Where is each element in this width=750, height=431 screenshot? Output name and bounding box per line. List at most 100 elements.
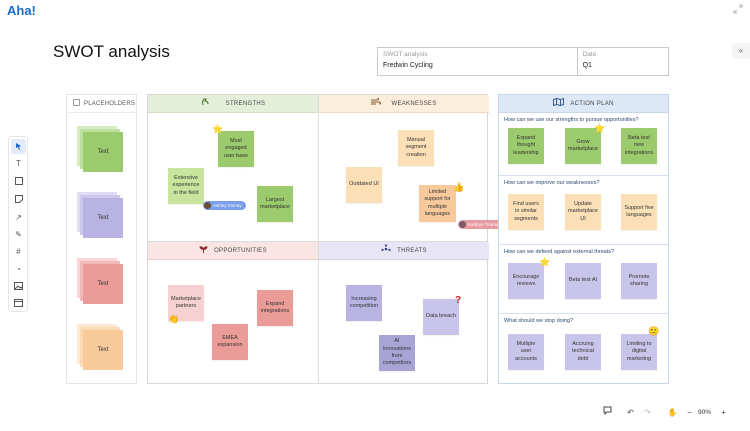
rectangle-tool-icon[interactable] — [11, 174, 26, 189]
sticky-note-tool-icon[interactable] — [11, 192, 26, 207]
undo-icon[interactable]: ↶ — [627, 408, 634, 417]
threats-header: THREATS — [319, 242, 489, 260]
zoom-in-button[interactable]: + — [721, 408, 726, 417]
swot-grid: STRENGTHS WEAKNESSES OPPORTUNITIES THREA… — [147, 94, 503, 384]
zoom-out-button[interactable]: − — [687, 408, 692, 417]
collapse-panel-button[interactable]: « — [732, 43, 750, 59]
sticky-note[interactable]: EMEA expansion — [212, 324, 248, 360]
weakness-wind-icon — [371, 97, 382, 105]
weaknesses-label: WEAKNESSES — [391, 101, 437, 107]
page-title: SWOT analysis — [53, 42, 170, 61]
action-question: How can we improve our weaknesses? — [504, 180, 600, 186]
placeholder-stack-green[interactable]: Text — [77, 126, 123, 172]
meta-date-label: Date — [582, 51, 597, 58]
comment-control — [598, 404, 618, 421]
sticky-note[interactable]: Increasing competition — [346, 285, 382, 321]
action-plan-label: ACTION PLAN — [570, 101, 614, 107]
sticky-note[interactable]: Promote sharing — [621, 263, 657, 299]
sticky-note[interactable]: AI innovations from competitors — [379, 335, 415, 371]
sticky-note[interactable]: Accruing technical debt — [565, 334, 601, 370]
sticky-note[interactable]: Limiting to digital marketing — [621, 334, 657, 370]
sticky-note[interactable]: Marketplace partners — [168, 285, 204, 321]
sticky-note[interactable]: Encourage reviews — [508, 263, 544, 299]
sticky-note[interactable]: Expand integrations — [257, 290, 293, 326]
collaborator-name: Kathryn Tirador — [468, 222, 499, 227]
canvas-controls: ↶ ↷ ✋ − 90% + — [622, 404, 732, 421]
fullscreen-icon[interactable] — [733, 4, 743, 14]
sticky-note[interactable]: Limited support for multiple languages — [419, 185, 456, 222]
image-tool-icon[interactable] — [11, 279, 26, 294]
star-emoji-icon: ⭐ — [212, 124, 224, 134]
action-section: How can we use our strengths to pursue o… — [499, 113, 668, 176]
horizontal-divider — [148, 241, 487, 242]
pen-tool-icon[interactable]: ✎ — [15, 230, 22, 239]
opportunity-sprout-icon — [199, 246, 208, 253]
placeholders-label: PLACEHOLDERS — [84, 101, 136, 107]
placeholders-icon — [73, 99, 80, 106]
zoom-level: 90% — [698, 409, 712, 416]
action-question: What should we stop doing? — [504, 318, 574, 324]
sticky-note[interactable]: Manual segment creation — [398, 130, 434, 166]
action-plan-header: ACTION PLAN — [499, 95, 668, 113]
placeholder-text: Text — [83, 264, 123, 304]
redo-icon[interactable]: ↷ — [644, 408, 651, 417]
threat-hazard-icon — [381, 244, 391, 252]
sticky-note[interactable]: Largest marketplace — [257, 186, 293, 222]
action-section: How can we defend against external threa… — [499, 245, 668, 314]
action-section: How can we improve our weaknesses? Find … — [499, 176, 668, 245]
opportunities-header: OPPORTUNITIES — [148, 242, 318, 260]
text-tool-icon[interactable]: T — [16, 159, 21, 168]
sticky-note[interactable]: Grow marketplace — [565, 128, 601, 164]
sticky-note[interactable]: Find users in similar segments — [508, 194, 544, 230]
placeholders-header: PLACEHOLDERS — [67, 95, 136, 113]
collaborator-cursor-badge: Ashley Kinney — [203, 201, 246, 210]
sticky-note[interactable]: Extensive experience in the field — [168, 168, 204, 204]
select-pointer-icon[interactable] — [11, 139, 26, 154]
placeholders-panel: PLACEHOLDERS Text Text Text Text — [66, 94, 137, 384]
weaknesses-header: WEAKNESSES — [319, 95, 489, 113]
sticky-note[interactable]: Beta test new integrations — [621, 128, 657, 164]
action-plan-panel: ACTION PLAN How can we use our strengths… — [498, 94, 669, 384]
sticky-note[interactable]: Beta test AI — [565, 263, 601, 299]
placeholder-stack-orange[interactable]: Text — [77, 324, 123, 370]
sticky-note[interactable]: Outdated UI — [346, 167, 382, 203]
threats-label: THREATS — [397, 248, 427, 254]
placeholder-stack-red[interactable]: Text — [77, 258, 123, 304]
collaborator-name: Ashley Kinney — [213, 203, 242, 208]
meta-date-value: Q1 — [582, 62, 592, 69]
app-logo[interactable]: Aha! — [7, 3, 36, 18]
frame-tool-icon[interactable]: # — [16, 247, 21, 256]
sticky-note[interactable]: Expand thought leadership — [508, 128, 544, 164]
star-emoji-icon: ⭐ — [539, 257, 551, 267]
placeholder-stack-purple[interactable]: Text — [77, 192, 123, 238]
strengths-label: STRENGTHS — [225, 101, 266, 107]
placeholder-text: Text — [83, 330, 123, 370]
sticky-note[interactable]: Data breach — [423, 299, 459, 335]
action-question: How can we defend against external threa… — [504, 249, 615, 255]
vertical-divider — [318, 95, 319, 383]
thumbs-up-emoji-icon: 👍 — [453, 182, 465, 192]
template-tool-icon[interactable] — [11, 296, 26, 311]
hand-pan-icon[interactable]: ✋ — [667, 408, 678, 417]
avatar — [204, 202, 211, 209]
shapes-tool-icon[interactable]: ◔ — [16, 265, 21, 274]
question-mark-emoji-icon: ? — [455, 295, 462, 306]
sticky-note[interactable]: Support five languages — [621, 194, 657, 230]
sticky-note[interactable]: Most engaged user base — [218, 131, 254, 167]
map-icon — [553, 97, 565, 107]
clap-emoji-icon: 👏 — [168, 314, 180, 324]
meta-name-label: SWOT analysis — [383, 51, 428, 58]
placeholder-text: Text — [83, 198, 123, 238]
sticky-note[interactable]: Multiple user accounts — [508, 334, 544, 370]
star-emoji-icon: ⭐ — [594, 123, 606, 133]
drawing-toolbar: T ↗ ✎ # ◔ — [8, 136, 28, 312]
sticky-note[interactable]: Update marketplace UI — [565, 194, 601, 230]
arrow-tool-icon[interactable]: ↗ — [15, 213, 22, 222]
collaborator-cursor-badge: Kathryn Tirador — [458, 220, 503, 229]
action-question: How can we use our strengths to pursue o… — [504, 117, 639, 123]
comment-icon[interactable] — [601, 406, 614, 419]
meta-date-cell[interactable]: Date Q1 — [578, 48, 668, 75]
opportunities-label: OPPORTUNITIES — [214, 248, 267, 254]
meta-name-cell[interactable]: SWOT analysis Fredwin Cycling — [378, 48, 578, 75]
strength-arm-icon — [201, 98, 209, 106]
